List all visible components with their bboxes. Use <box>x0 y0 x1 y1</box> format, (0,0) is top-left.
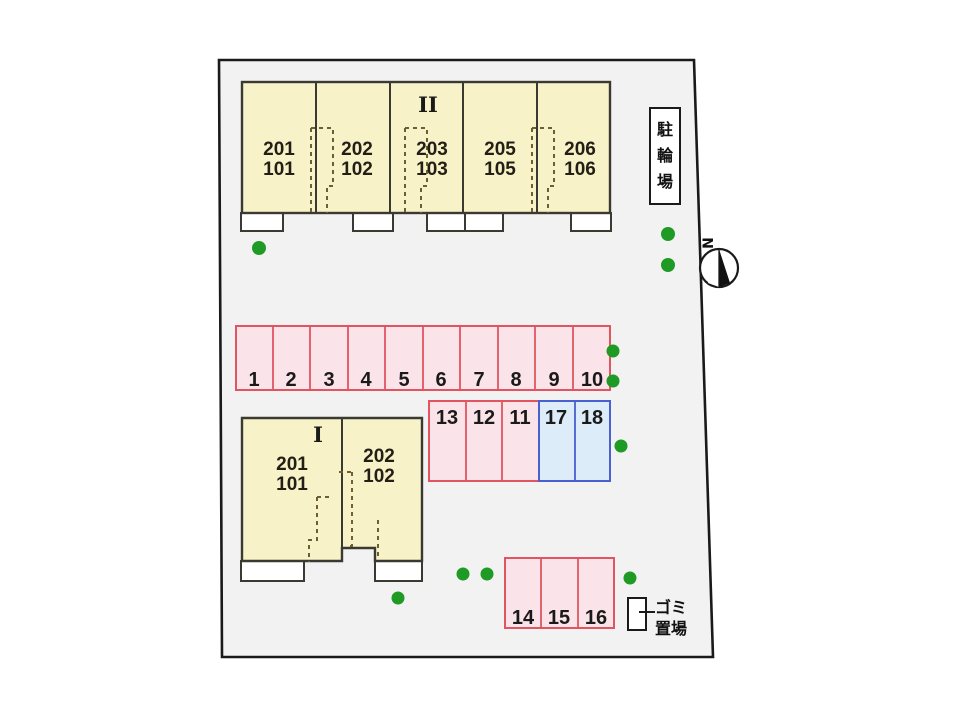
unit-label-upper: 201 <box>276 454 308 475</box>
bicycle-parking-area: 駐 輪 場 <box>649 107 681 205</box>
tree-icon <box>480 567 494 581</box>
parking-stall-number: 5 <box>398 369 409 391</box>
parking-row-middle-pink-outline <box>428 400 540 482</box>
building-one-roman: I <box>313 422 323 447</box>
tree-icon <box>252 241 266 255</box>
tree-icon <box>661 227 675 241</box>
bicycle-parking-char: 駐 <box>657 120 673 139</box>
parking-stall-number: 12 <box>473 407 495 429</box>
unit-label-upper: 201 <box>263 139 295 160</box>
unit-label-upper: 206 <box>564 139 596 160</box>
tree-icon <box>606 344 620 358</box>
building-one: I 201 101 202 102 <box>240 416 424 582</box>
tree-icon <box>661 258 675 272</box>
unit-label-lower: 102 <box>341 159 373 180</box>
parking-row-middle-pink: 13 12 11 <box>428 400 540 482</box>
compass-needle-light <box>708 249 719 287</box>
tree-icon <box>623 571 637 585</box>
parking-stall-number: 14 <box>512 607 535 629</box>
building-two: II 201 101 202 102 203 103 205 105 206 1… <box>240 80 612 232</box>
unit-label-lower: 105 <box>484 159 516 180</box>
parking-stall-number: 16 <box>585 607 607 629</box>
unit-label-lower: 101 <box>276 474 308 495</box>
tree-icon <box>614 439 628 453</box>
tree-icon <box>391 591 405 605</box>
garbage-area: ゴミ 置場 <box>627 597 687 638</box>
parking-row-middle-pink-dividers <box>465 401 503 481</box>
garbage-area-box <box>627 597 647 631</box>
building-one-entrances <box>240 560 423 582</box>
unit-label-upper: 202 <box>341 139 373 160</box>
building-one-body <box>240 416 424 563</box>
tree-markers <box>252 227 675 605</box>
garbage-area-label-line1: ゴミ <box>655 598 687 617</box>
parking-row-bottom: 14 15 16 <box>504 557 615 629</box>
unit-label-lower: 103 <box>416 159 448 180</box>
unit-label-upper: 202 <box>363 446 395 467</box>
unit-label-upper: 203 <box>416 139 448 160</box>
parking-stall-number: 1 <box>248 369 259 391</box>
parking-stall-number: 11 <box>509 407 530 429</box>
parking-stall-number: 3 <box>323 369 334 391</box>
parking-stall-number: 17 <box>545 407 567 429</box>
compass-needle-dark <box>719 249 730 287</box>
compass-north-label: N <box>701 237 717 249</box>
parking-stall-number: 15 <box>548 607 570 629</box>
building-one-stairs <box>308 471 379 562</box>
bicycle-parking-char: 輪 <box>657 146 674 165</box>
garbage-area-label-line2: 置場 <box>655 619 687 638</box>
building-two-roman: II <box>418 92 438 117</box>
parking-row-bottom-dividers <box>540 558 579 628</box>
bicycle-parking-box <box>649 107 681 205</box>
parking-row-middle-blue: 17 18 <box>538 400 611 482</box>
parking-stall-number: 6 <box>435 369 446 391</box>
parking-stall-number: 7 <box>473 369 484 391</box>
tree-icon <box>456 567 470 581</box>
building-two-dividers <box>315 82 538 213</box>
north-compass: N <box>698 237 740 289</box>
parking-row-top-dividers <box>272 326 574 390</box>
parking-row-top: 1 2 3 4 5 6 7 8 9 10 <box>235 325 611 391</box>
unit-label-upper: 205 <box>484 139 516 160</box>
bicycle-parking-char: 場 <box>657 172 673 191</box>
parking-stall-number: 8 <box>510 369 521 391</box>
tree-icon <box>606 374 620 388</box>
unit-label-lower: 106 <box>564 159 596 180</box>
parking-stall-number: 18 <box>581 407 603 429</box>
building-two-stairs <box>310 127 555 213</box>
parking-stall-number: 13 <box>436 407 458 429</box>
parking-stall-number: 10 <box>581 369 603 391</box>
parking-row-bottom-outline <box>504 557 615 629</box>
parking-stall-number: 2 <box>285 369 296 391</box>
unit-label-lower: 101 <box>263 159 295 180</box>
parking-stall-number: 4 <box>360 369 372 391</box>
parking-stall-number: 9 <box>548 369 559 391</box>
unit-label-lower: 102 <box>363 466 395 487</box>
